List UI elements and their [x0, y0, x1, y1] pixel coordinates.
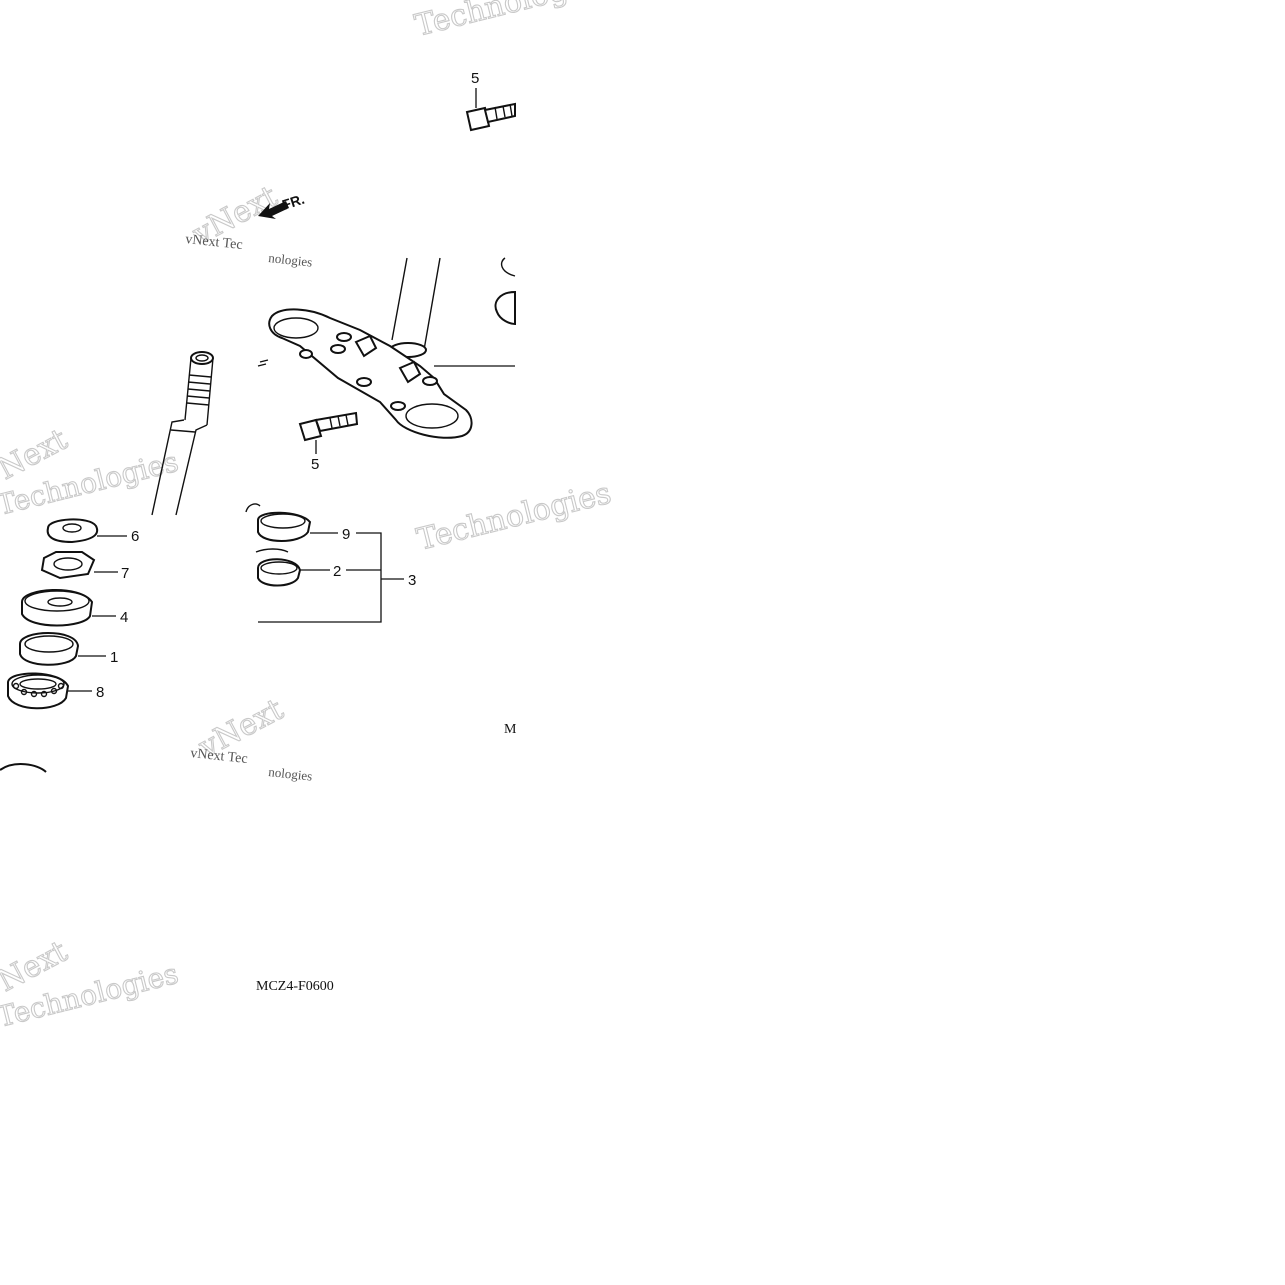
front-direction-arrow: FR. — [258, 191, 306, 219]
watermark-text: Technologies — [413, 476, 614, 558]
watermark-text: vNext Tec — [190, 746, 249, 767]
steering-stem-icon — [151, 351, 214, 516]
corner-mark: M — [504, 722, 517, 737]
callout-5-top: 5 — [471, 70, 479, 87]
lock-washer-icon — [46, 518, 127, 544]
dust-seal-icon — [19, 632, 106, 666]
watermark-text: nologies — [268, 764, 313, 784]
callout-6: 6 — [131, 528, 139, 545]
bearing-icon — [7, 672, 92, 710]
callout-8: 8 — [96, 684, 104, 701]
callout-9: 9 — [342, 526, 350, 543]
bearing-set-bracket — [258, 532, 404, 623]
callout-7: 7 — [121, 565, 129, 582]
bolt-lower-icon — [298, 411, 359, 454]
drawing-code: MCZ4-F0600 — [256, 979, 334, 994]
bolt-top-icon — [465, 88, 516, 132]
callout-4: 4 — [120, 609, 128, 626]
lock-nut-icon — [21, 589, 116, 627]
front-direction-label: FR. — [280, 191, 306, 213]
callout-5-lower: 5 — [311, 456, 319, 473]
watermark-text: vNext Tec — [185, 232, 244, 253]
watermark-group: Technologies vNext vNext Tec nologies vN… — [0, 0, 615, 1034]
callout-3: 3 — [408, 572, 416, 589]
tab-washer-icon — [40, 551, 118, 580]
callout-2: 2 — [333, 563, 341, 580]
watermark-text: Technologies — [411, 0, 612, 44]
top-bridge-icon — [257, 257, 516, 439]
callout-1: 1 — [110, 649, 118, 666]
part-fragment — [0, 763, 47, 773]
lower-race-icon — [255, 548, 330, 587]
watermark-text: nologies — [268, 250, 313, 270]
upper-race-icon — [245, 503, 338, 542]
